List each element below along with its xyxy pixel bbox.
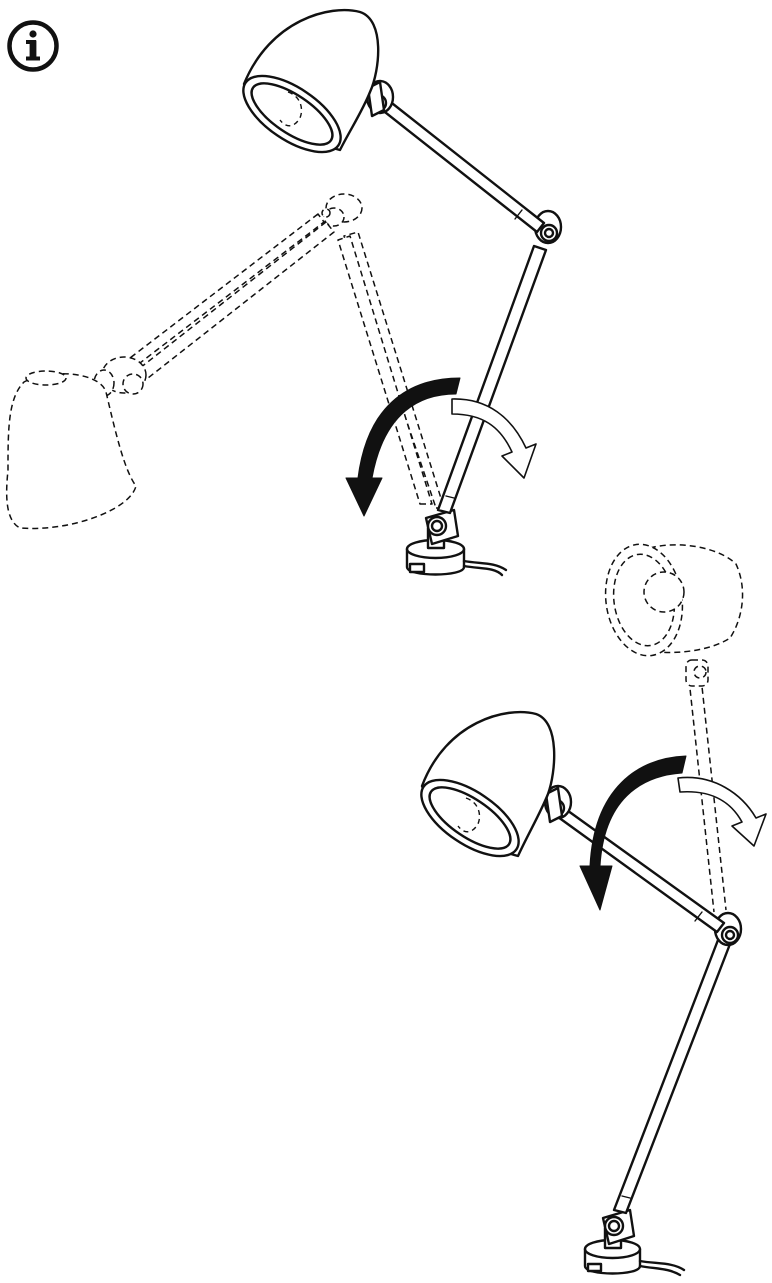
- step-2-illustration: [409, 539, 766, 1275]
- lamp-lowered-head: [409, 712, 741, 1275]
- step-1-illustration: [7, 10, 561, 575]
- lamp-upright: [231, 10, 561, 575]
- rotation-arrow-1: [346, 378, 536, 516]
